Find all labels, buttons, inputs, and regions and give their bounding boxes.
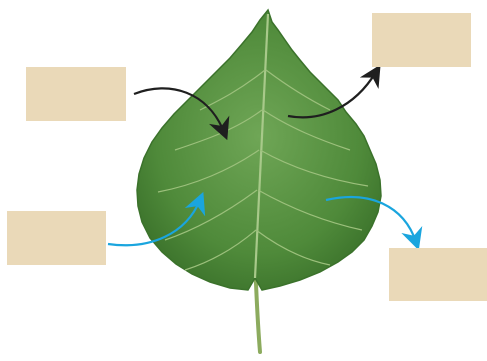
label-box-top-right bbox=[372, 13, 471, 67]
label-box-bottom-left bbox=[7, 211, 106, 265]
label-box-top-left bbox=[26, 67, 126, 121]
label-box-bottom-right bbox=[389, 248, 487, 301]
